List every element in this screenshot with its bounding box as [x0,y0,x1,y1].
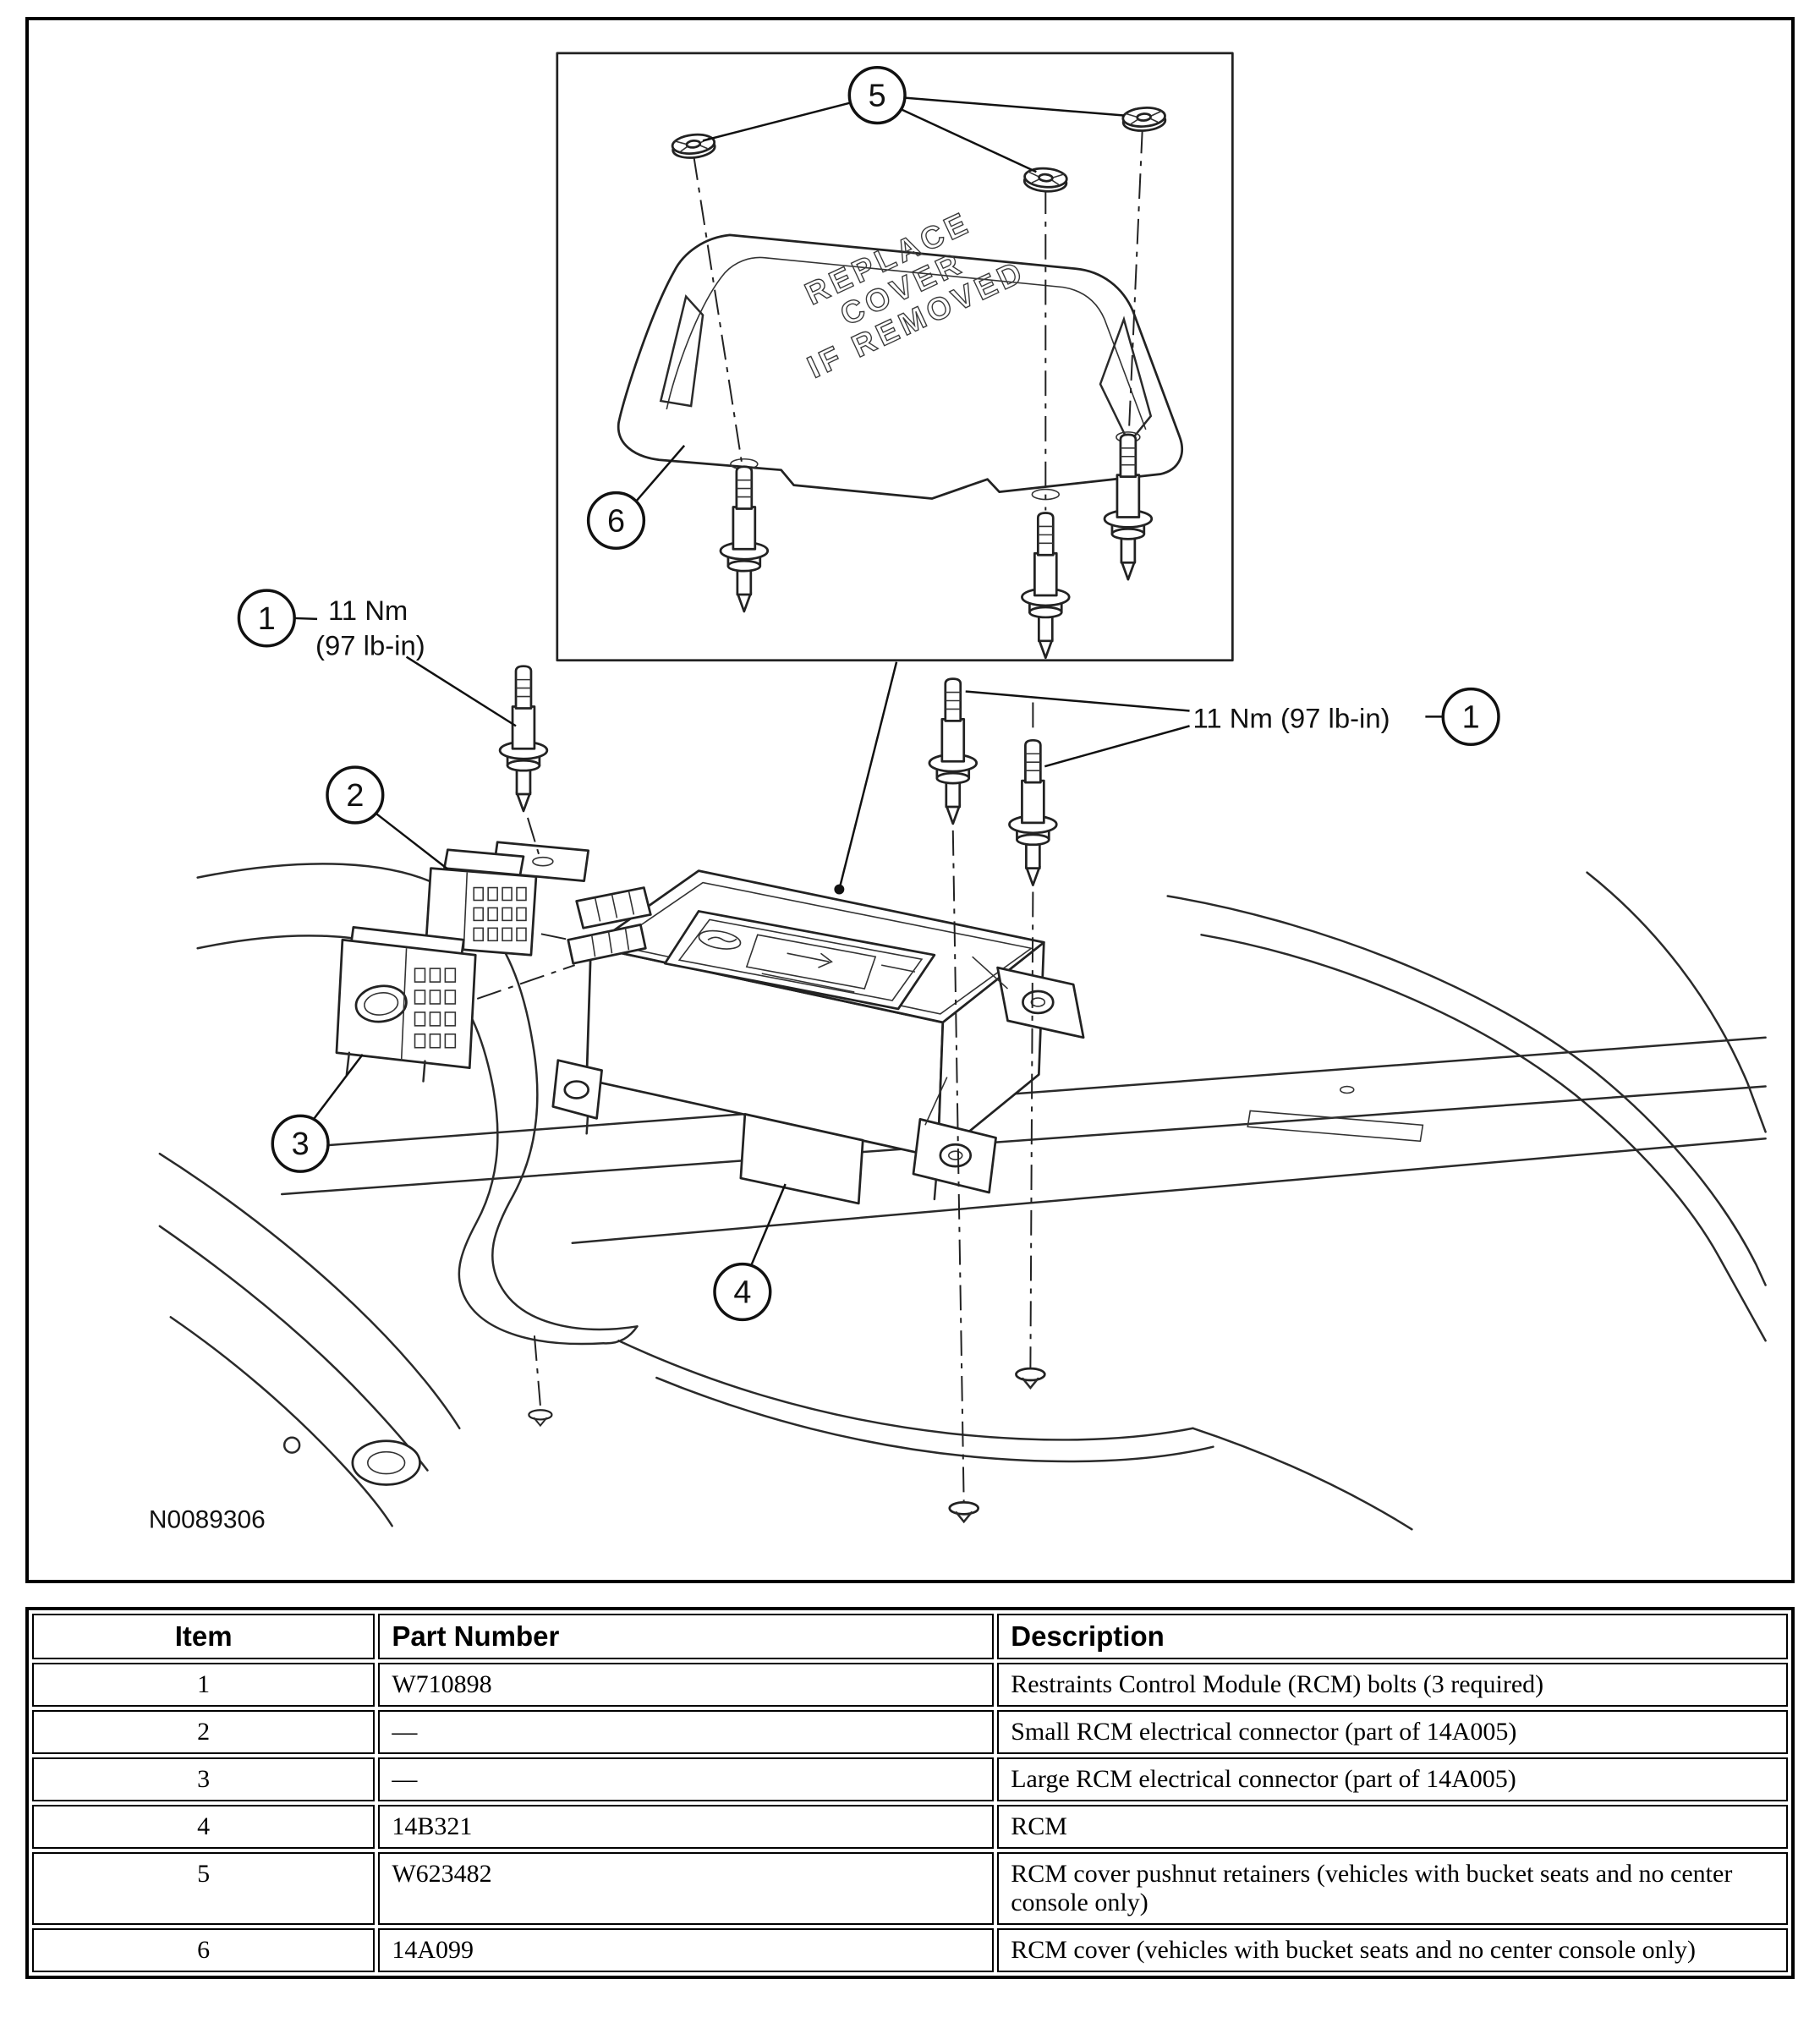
callout-number: 1 [258,601,276,637]
item-cell: 5 [32,1852,376,1925]
callout-2: 2 [326,765,385,825]
table-row: 4 14B321 RCM [32,1805,1788,1849]
cover-left-window [659,294,704,408]
description-cell: Restraints Control Module (RCM) bolts (3… [997,1663,1788,1707]
large-rcm-connector [335,925,477,1083]
torque-label-left-line2: (97 lb-in) [315,630,425,661]
callout-5: 5 [847,66,907,125]
callout-6: 6 [586,491,646,551]
table-header-row: Item Part Number Description [32,1614,1788,1659]
rcm-bolt-right-b [1008,738,1058,886]
table-row: 2 — Small RCM electrical connector (part… [32,1710,1788,1754]
table-row: 3 — Large RCM electrical connector (part… [32,1757,1788,1801]
callout-1-left: 1 [237,589,296,648]
callout-circle [586,491,646,551]
small-rcm-connector [425,848,538,957]
rcm-installation-diagram: REPLACE COVER IF REMOVED [149,52,1767,1533]
table-row: 6 14A099 RCM cover (vehicles with bucket… [32,1928,1788,1972]
col-header-part-number: Part Number [378,1614,995,1659]
centerlines [476,128,1143,1506]
table-row: 1 W710898 Restraints Control Module (RCM… [32,1663,1788,1707]
callout-circle [1441,687,1500,747]
floor-hole-c [528,1409,553,1427]
callout-circle [326,765,385,825]
col-header-description: Description [997,1614,1788,1659]
callout-circle [713,1262,772,1322]
callout-number: 5 [869,79,886,114]
torque-label-right: 11 Nm (97 lb-in) [1193,702,1390,733]
part-number-cell: — [378,1757,995,1801]
item-cell: 4 [32,1805,376,1849]
description-cell: Large RCM electrical connector (part of … [997,1757,1788,1801]
rcm-installation-figure: REPLACE COVER IF REMOVED [25,17,1795,1583]
leader-lines [294,96,1444,1269]
callout-number: 6 [607,503,625,539]
callout-number: 2 [346,778,364,814]
parts-table: Item Part Number Description 1 W710898 R… [25,1607,1795,1979]
part-number-cell: W623482 [378,1852,995,1925]
table-row: 5 W623482 RCM cover pushnut retainers (v… [32,1852,1788,1925]
rcm-label [663,910,936,1011]
cover-right-window [1099,315,1153,446]
part-number-cell: 14A099 [378,1928,995,1972]
floor-grommet [351,1439,421,1486]
rcm-connector-ports [567,886,652,965]
item-cell: 2 [32,1710,376,1754]
callout-number: 3 [292,1127,310,1162]
vehicle-structure-lines [158,871,1767,1531]
callout-circle [847,66,907,125]
torque-label-left-line1: 11 Nm [328,595,408,626]
floor-holes [528,1367,1046,1523]
callout-1-right: 1 [1441,687,1500,747]
description-cell: RCM cover (vehicles with bucket seats an… [997,1928,1788,1972]
description-cell: RCM [997,1805,1788,1849]
callout-3: 3 [271,1114,330,1173]
callout-number: 4 [733,1275,751,1310]
pushnut-middle [1022,166,1069,195]
callout-4: 4 [713,1262,772,1322]
rcm-bolt-left [498,665,549,813]
callout-circle [271,1114,330,1173]
part-number-cell: — [378,1710,995,1754]
rcm-cover: REPLACE COVER IF REMOVED [617,204,1183,501]
part-number-cell: W710898 [378,1663,995,1707]
floor-hole-b [1015,1367,1046,1390]
rcm-module [551,869,1085,1205]
description-cell: RCM cover pushnut retainers (vehicles wi… [997,1852,1788,1925]
part-number-cell: 14B321 [378,1805,995,1849]
leader-dot [834,884,845,895]
ford-logo [698,929,742,950]
figure-id: N0089306 [149,1505,266,1533]
callout-circle [237,589,296,648]
pushnut-right [1121,105,1167,134]
inset-cover-view: REPLACE COVER IF REMOVED [556,52,1234,662]
item-cell: 6 [32,1928,376,1972]
parts-table-section: Item Part Number Description 1 W710898 R… [25,1607,1795,1979]
callout-number: 1 [1462,699,1480,735]
item-cell: 1 [32,1663,376,1707]
rcm-bolt-right-a [928,677,979,825]
rcm-bottom-bracket [739,1113,864,1205]
col-header-item: Item [32,1614,376,1659]
item-cell: 3 [32,1757,376,1801]
floor-hole-a [948,1501,980,1523]
description-cell: Small RCM electrical connector (part of … [997,1710,1788,1754]
